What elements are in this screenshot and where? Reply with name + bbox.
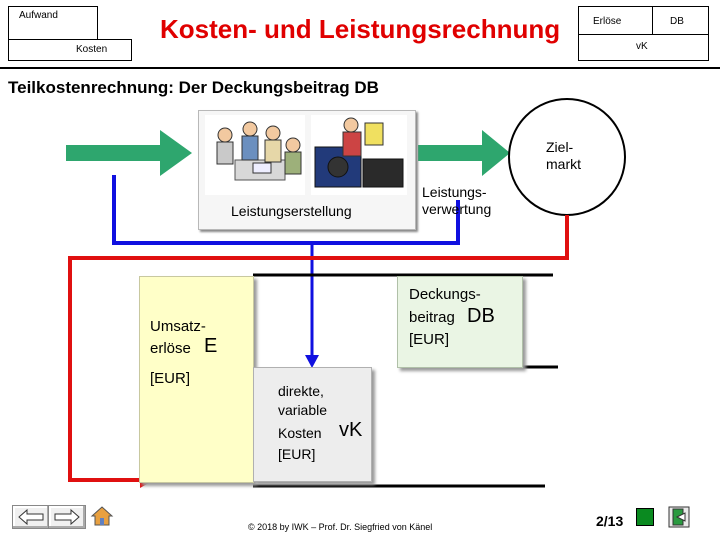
zielmarkt-label-2: markt [546,156,581,172]
back-arrow-icon [18,508,44,526]
green-square-icon[interactable] [636,508,654,526]
home-icon [90,506,114,526]
production-worker-illustration [311,115,407,195]
deckungsbeitrag-label-2: beitrag [409,309,455,326]
header-label-kosten: Kosten [76,44,108,55]
variable-costs-unit: [EUR] [278,446,316,462]
exit-button[interactable] [667,505,691,529]
header-label-erloese: Erlöse [593,16,622,27]
umsatzerloese-symbol: E [204,335,218,357]
zielmarkt-label-1: Ziel- [546,139,574,155]
umsatzerloese-label-1: Umsatz- [150,318,206,335]
leistungserstellung-panel: Leistungserstellung [198,110,416,230]
arrow-green-input [66,130,192,176]
header-label-aufwand: Aufwand [19,10,58,21]
page-title: Kosten- und Leistungsrechnung [160,14,561,44]
header-box-vk: vK [578,34,709,61]
forward-arrow-icon [54,508,80,526]
arrow-green-output [418,130,510,176]
umsatzerloese-unit: [EUR] [150,370,191,387]
blue-arrow-head [305,355,319,368]
page-number: 2/13 [596,513,624,529]
leistungsverwertung-label-1: Leistungs- [422,184,487,200]
header-box-db: DB [652,6,709,36]
leistungserstellung-label: Leistungserstellung [231,203,352,219]
variable-costs-label-2: variable [278,402,328,418]
umsatzerloese-bar [139,276,254,483]
leistungsverwertung-label-2: verwertung [422,201,492,217]
variable-costs-symbol: vK [339,419,363,441]
back-button[interactable] [12,505,50,529]
copyright: © 2018 by IWK – Prof. Dr. Siegfried von … [248,522,433,532]
header-divider [0,67,720,69]
blue-flow-line [112,175,460,245]
header-box-kosten: Kosten [8,39,132,61]
umsatzerloese-label-2: erlöse [150,340,191,357]
header-box-aufwand: Aufwand [8,6,98,41]
variable-costs-label-3: Kosten [278,425,322,441]
variable-costs-label-1: direkte, [278,383,324,399]
header-label-db: DB [670,16,684,27]
exit-icon [668,506,690,528]
subtitle: Teilkostenrechnung: Der Deckungsbeitrag … [8,78,379,97]
header-label-vk: vK [636,41,648,52]
deckungsbeitrag-symbol: DB [467,305,495,327]
variable-costs-bar [253,367,372,482]
home-button[interactable] [90,505,114,527]
office-team-illustration [205,115,305,195]
deckungsbeitrag-label-1: Deckungs- [409,286,481,303]
deckungsbeitrag-bar [397,276,523,368]
red-flow-line [68,215,569,482]
deckungsbeitrag-unit: [EUR] [409,331,450,348]
forward-button[interactable] [48,505,86,529]
